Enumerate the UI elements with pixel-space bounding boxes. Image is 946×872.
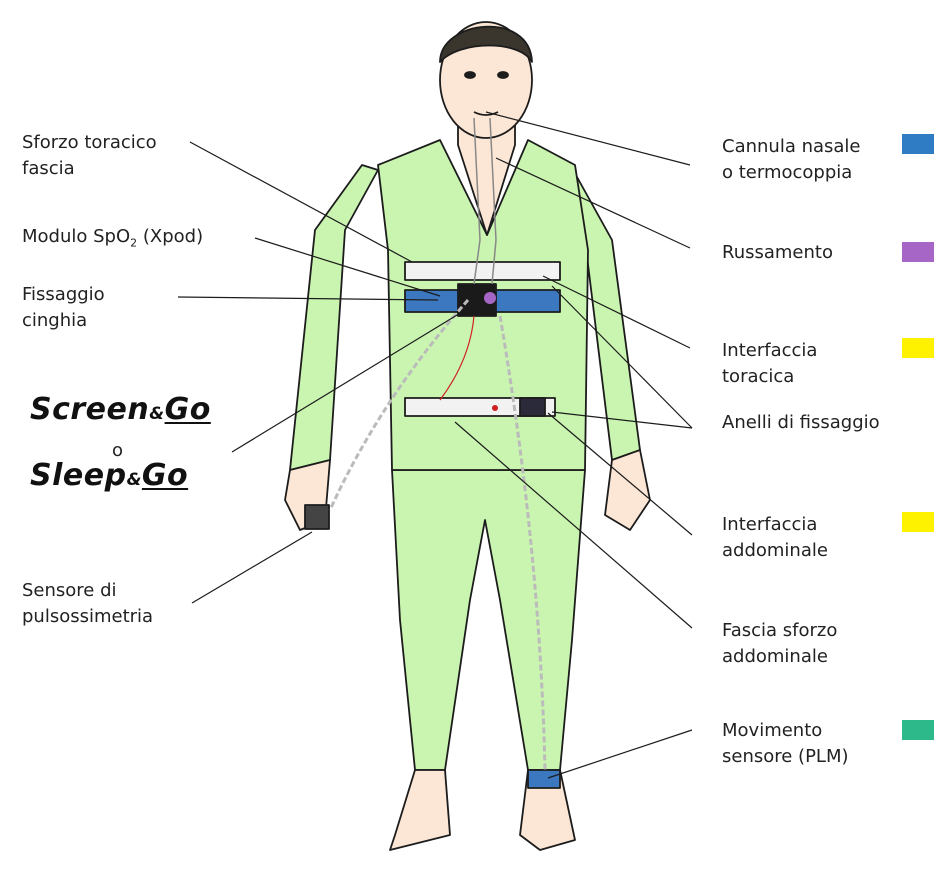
swatch-russamento bbox=[902, 242, 934, 262]
brand-sleep-go: Sleep&Go bbox=[30, 458, 188, 493]
brand-amp: & bbox=[149, 404, 164, 424]
label-line: Fissaggio bbox=[22, 282, 105, 308]
trousers bbox=[392, 470, 585, 770]
label-line: Cannula nasale bbox=[722, 134, 861, 160]
leader-pulsossimetria bbox=[192, 532, 312, 603]
label-line: Anelli di fissaggio bbox=[722, 410, 880, 436]
label-sforzo-toracico: Sforzo toracico fascia bbox=[22, 130, 157, 182]
label-line: o termocoppia bbox=[722, 160, 861, 186]
swatch-interfaccia-addominale bbox=[902, 512, 934, 532]
label-line: Russamento bbox=[722, 240, 833, 266]
label-line: Movimento bbox=[722, 718, 849, 744]
brand-word: Screen bbox=[30, 392, 149, 427]
label-line: Sforzo toracico bbox=[22, 130, 157, 156]
leader-sforzo-toracico bbox=[190, 142, 412, 262]
right-hand bbox=[605, 450, 650, 530]
label-cannula: Cannula nasale o termocoppia bbox=[722, 134, 861, 186]
left-sleeve bbox=[290, 165, 378, 470]
label-text: Modulo SpO bbox=[22, 226, 130, 247]
brand-amp: & bbox=[127, 470, 142, 490]
label-russamento: Russamento bbox=[722, 240, 833, 266]
label-pulsossimetria: Sensore di pulsossimetria bbox=[22, 578, 153, 630]
label-line: sensore (PLM) bbox=[722, 744, 849, 770]
label-line: toracica bbox=[722, 364, 817, 390]
person-illustration bbox=[285, 22, 650, 850]
brand-word: Sleep bbox=[30, 458, 127, 493]
label-movimento: Movimento sensore (PLM) bbox=[722, 718, 849, 770]
label-fascia-addominale: Fascia sforzo addominale bbox=[722, 618, 837, 670]
label-line: Interfaccia bbox=[722, 512, 828, 538]
label-interfaccia-toracica: Interfaccia toracica bbox=[722, 338, 817, 390]
label-line: addominale bbox=[722, 538, 828, 564]
label-line: Fascia sforzo bbox=[722, 618, 837, 644]
left-foot bbox=[390, 770, 450, 850]
label-interfaccia-addominale: Interfaccia addominale bbox=[722, 512, 828, 564]
label-anelli: Anelli di fissaggio bbox=[722, 410, 880, 436]
brand-screen-go: Screen&Go bbox=[30, 392, 211, 427]
swatch-interfaccia-toracica bbox=[902, 338, 934, 358]
ankle-sensor bbox=[528, 770, 560, 788]
swatch-movimento bbox=[902, 720, 934, 740]
label-modulo-spo2: Modulo SpO2 (Xpod) bbox=[22, 224, 203, 257]
label-line: cinghia bbox=[22, 308, 105, 334]
label-line: addominale bbox=[722, 644, 837, 670]
brand-go: Go bbox=[142, 458, 188, 493]
label-fissaggio-cinghia: Fissaggio cinghia bbox=[22, 282, 105, 334]
leader-cannula bbox=[486, 112, 690, 165]
swatch-cannula bbox=[902, 134, 934, 154]
label-text: (Xpod) bbox=[137, 226, 203, 247]
leader-movimento bbox=[548, 730, 692, 778]
label-line: fascia bbox=[22, 156, 157, 182]
chest-belt-white bbox=[405, 262, 560, 280]
brand-go: Go bbox=[165, 392, 211, 427]
label-line: pulsossimetria bbox=[22, 604, 153, 630]
label-line: Sensore di bbox=[22, 578, 153, 604]
finger-sensor bbox=[305, 505, 329, 529]
label-line: Interfaccia bbox=[722, 338, 817, 364]
